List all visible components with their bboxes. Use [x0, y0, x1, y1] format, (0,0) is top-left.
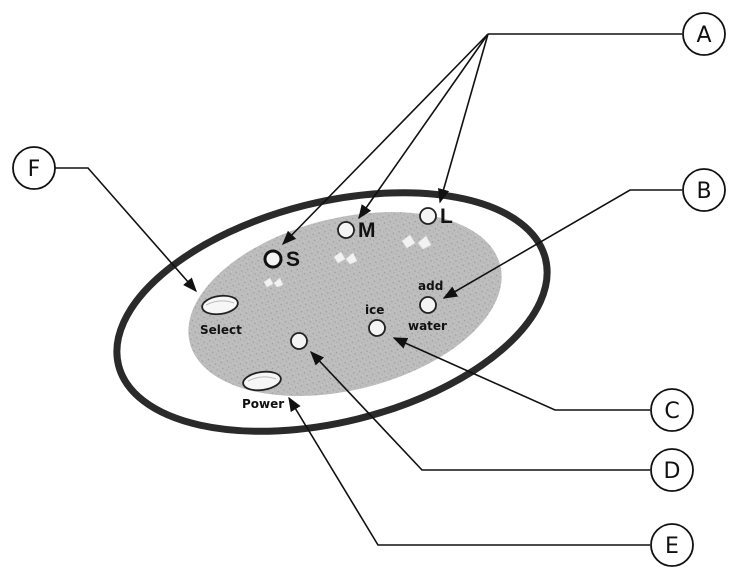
callout-f-letter: F [28, 157, 41, 182]
leader-a-medium [358, 33, 489, 220]
callout-c: C [650, 388, 694, 432]
size-medium-label: M [358, 219, 376, 242]
leader-lines [55, 33, 682, 546]
size-small-indicator [263, 249, 283, 269]
size-large-label: L [440, 205, 453, 228]
callout-d-letter: D [664, 459, 681, 484]
leader-d [310, 350, 650, 471]
callout-b: B [682, 168, 726, 212]
power-button-label: Power [242, 397, 284, 411]
ice-cubes-small-icon [263, 277, 284, 288]
add-water-indicator [419, 296, 437, 314]
size-medium-indicator [337, 221, 355, 239]
callout-e: E [650, 523, 694, 567]
add-water-label-bottom: water [408, 319, 447, 333]
callout-a: A [682, 12, 726, 56]
leader-f [55, 167, 197, 293]
leader-c [392, 337, 650, 411]
ice-full-label: ice [365, 303, 384, 317]
leader-b [442, 189, 682, 299]
ice-full-indicator [368, 319, 386, 337]
size-large-indicator [419, 207, 437, 225]
callout-f: F [12, 146, 56, 190]
select-button-label: Select [200, 323, 242, 337]
callout-d: D [650, 448, 694, 492]
callout-a-letter: A [696, 23, 711, 48]
add-water-label-top: add [418, 279, 443, 293]
ice-cubes-large-icon [401, 234, 432, 250]
leader-a-large [438, 33, 489, 204]
size-small-label: S [286, 248, 300, 271]
leader-e [288, 396, 650, 546]
callout-c-letter: C [664, 399, 679, 424]
ice-cubes-medium-icon [333, 251, 358, 265]
power-button[interactable] [242, 369, 282, 392]
callout-e-letter: E [665, 534, 679, 559]
power-indicator [290, 332, 308, 350]
leader-a-small [281, 33, 489, 246]
select-button[interactable] [201, 294, 239, 317]
callout-b-letter: B [696, 179, 711, 204]
